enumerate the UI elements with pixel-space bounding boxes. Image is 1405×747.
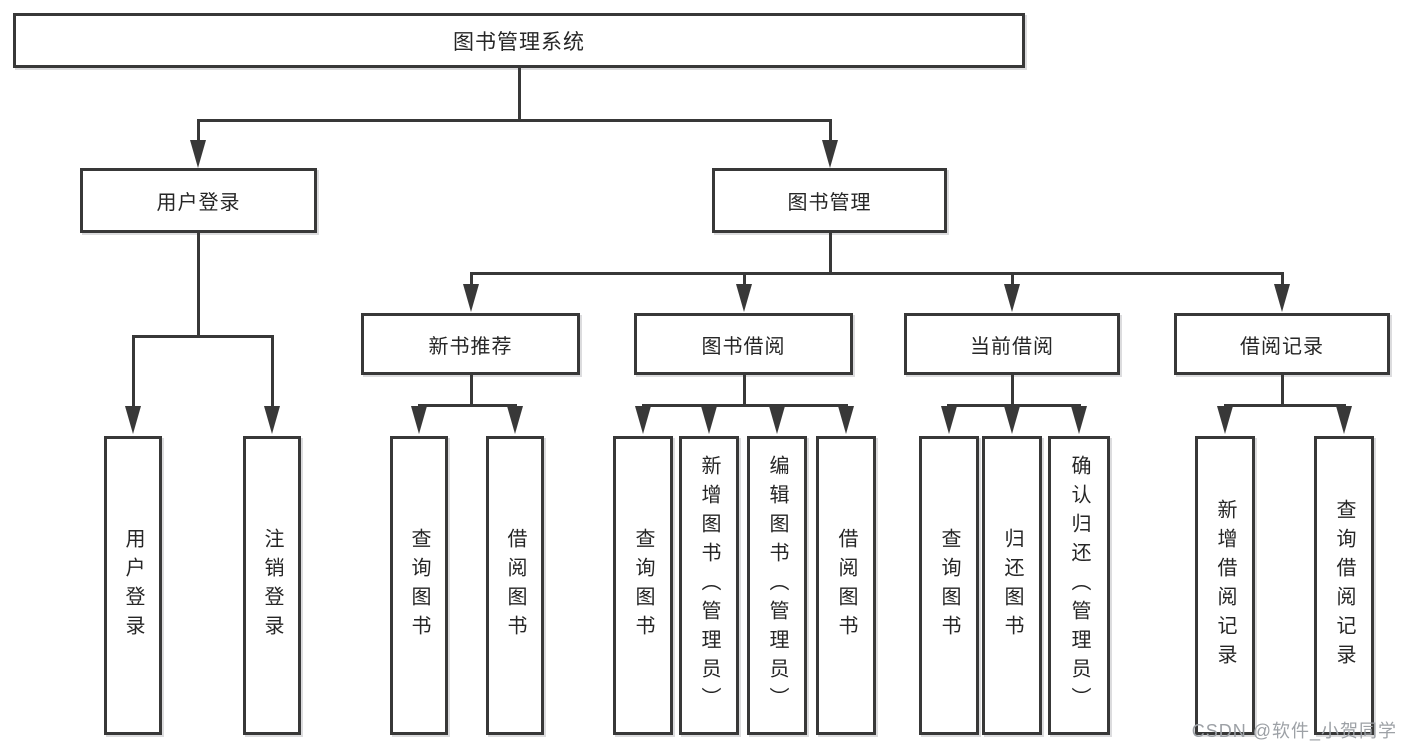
node-new-book-rec-label: 新书推荐 [428,335,513,358]
leaf-br-add-record-label: 新增借阅记录 [1214,498,1236,673]
connector-stem-user-login [197,119,200,143]
connector-stem-leaf-logout [271,335,274,410]
node-root-label: 图书管理系统 [453,30,585,54]
arrowhead-bb-leaf-3 [769,406,785,434]
node-book-mgmt-label: 图书管理 [787,192,872,214]
leaf-br-add-record: 新增借阅记录 [1195,436,1255,735]
arrowhead-leaf-login [125,406,141,434]
connector-stem-borrow-records [1281,272,1284,286]
leaf-cb-return-books-label: 归还图书 [1001,527,1023,644]
leaf-nbr-query-books: 查询图书 [390,436,448,735]
leaf-bb-borrow-books-label: 借阅图书 [835,527,857,644]
connector-stem-leaf-login [132,335,135,410]
connector-book-borrow-branch [642,404,848,407]
leaf-bb-edit-books-admin-label: 编辑图书（管理员） [766,455,788,716]
leaf-bb-add-books-admin: 新增图书（管理员） [679,436,739,735]
arrowhead-user-login [190,140,206,168]
arrowhead-bb-leaf-1 [635,406,651,434]
arrowhead-book-mgmt [822,140,838,168]
leaf-nbr-borrow-books-label: 借阅图书 [504,527,526,644]
connector-stem-book-borrow [743,272,746,286]
arrowhead-br-leaf-2 [1336,406,1352,434]
leaf-br-query-record-label: 查询借阅记录 [1333,498,1355,673]
connector-borrow-records-down [1281,375,1284,407]
leaf-bb-edit-books-admin: 编辑图书（管理员） [747,436,807,735]
arrowhead-cb-leaf-1 [941,406,957,434]
connector-stem-new-book-rec [470,272,473,286]
connector-current-borrow-branch [947,404,1081,407]
connector-stem-book-mgmt [829,119,832,143]
connector-root-stem [518,66,521,121]
arrowhead-cb-leaf-3 [1071,406,1087,434]
node-borrow-records-label: 借阅记录 [1240,335,1324,358]
leaf-br-query-record: 查询借阅记录 [1314,436,1374,735]
node-current-borrow-label: 当前借阅 [970,335,1054,358]
leaf-nbr-query-books-label: 查询图书 [408,527,430,644]
leaf-logout-label: 注销登录 [261,527,283,644]
leaf-cb-query-books-label: 查询图书 [938,527,960,644]
node-user-login-label: 用户登录 [156,192,241,214]
connector-stem-current-borrow [1011,272,1014,286]
leaf-user-login-label: 用户登录 [122,527,144,644]
connector-level3-branch [470,272,1284,275]
connector-level2-branch [197,119,832,122]
leaf-bb-query-books-label: 查询图书 [632,527,654,644]
connector-book-borrow-down [743,375,746,407]
arrowhead-borrow-records [1274,284,1290,312]
csdn-watermark: CSDN @软件_小贺同学 [1191,721,1397,741]
leaf-bb-borrow-books: 借阅图书 [816,436,876,735]
leaf-cb-confirm-return-admin-label: 确认归还（管理员） [1068,455,1090,716]
connector-book-mgmt-down [829,233,832,274]
node-borrow-records: 借阅记录 [1174,313,1390,375]
leaf-bb-query-books: 查询图书 [613,436,673,735]
leaf-cb-return-books: 归还图书 [982,436,1042,735]
leaf-cb-confirm-return-admin: 确认归还（管理员） [1048,436,1110,735]
leaf-bb-add-books-admin-label: 新增图书（管理员） [698,455,720,716]
node-book-borrow: 图书借阅 [634,313,853,375]
arrowhead-cb-leaf-2 [1004,406,1020,434]
node-current-borrow: 当前借阅 [904,313,1120,375]
arrowhead-br-leaf-1 [1217,406,1233,434]
node-user-login: 用户登录 [80,168,317,233]
arrowhead-nbr-leaf-2 [507,406,523,434]
arrowhead-bb-leaf-2 [701,406,717,434]
node-book-mgmt: 图书管理 [712,168,947,233]
leaf-nbr-borrow-books: 借阅图书 [486,436,544,735]
node-new-book-rec: 新书推荐 [361,313,580,375]
leaf-cb-query-books: 查询图书 [919,436,979,735]
connector-new-book-rec-branch [418,404,517,407]
leaf-logout: 注销登录 [243,436,301,735]
arrowhead-new-book-rec [463,284,479,312]
arrowhead-nbr-leaf-1 [411,406,427,434]
connector-new-book-rec-down [470,375,473,407]
arrowhead-book-borrow [736,284,752,312]
connector-user-login-branch [132,335,274,338]
arrowhead-leaf-logout [264,406,280,434]
connector-borrow-records-branch [1224,404,1346,407]
node-book-borrow-label: 图书借阅 [701,335,786,358]
connector-user-login-down [197,233,200,338]
leaf-user-login: 用户登录 [104,436,162,735]
arrowhead-bb-leaf-4 [838,406,854,434]
node-root: 图书管理系统 [13,13,1025,68]
arrowhead-current-borrow [1004,284,1020,312]
connector-current-borrow-down [1011,375,1014,407]
